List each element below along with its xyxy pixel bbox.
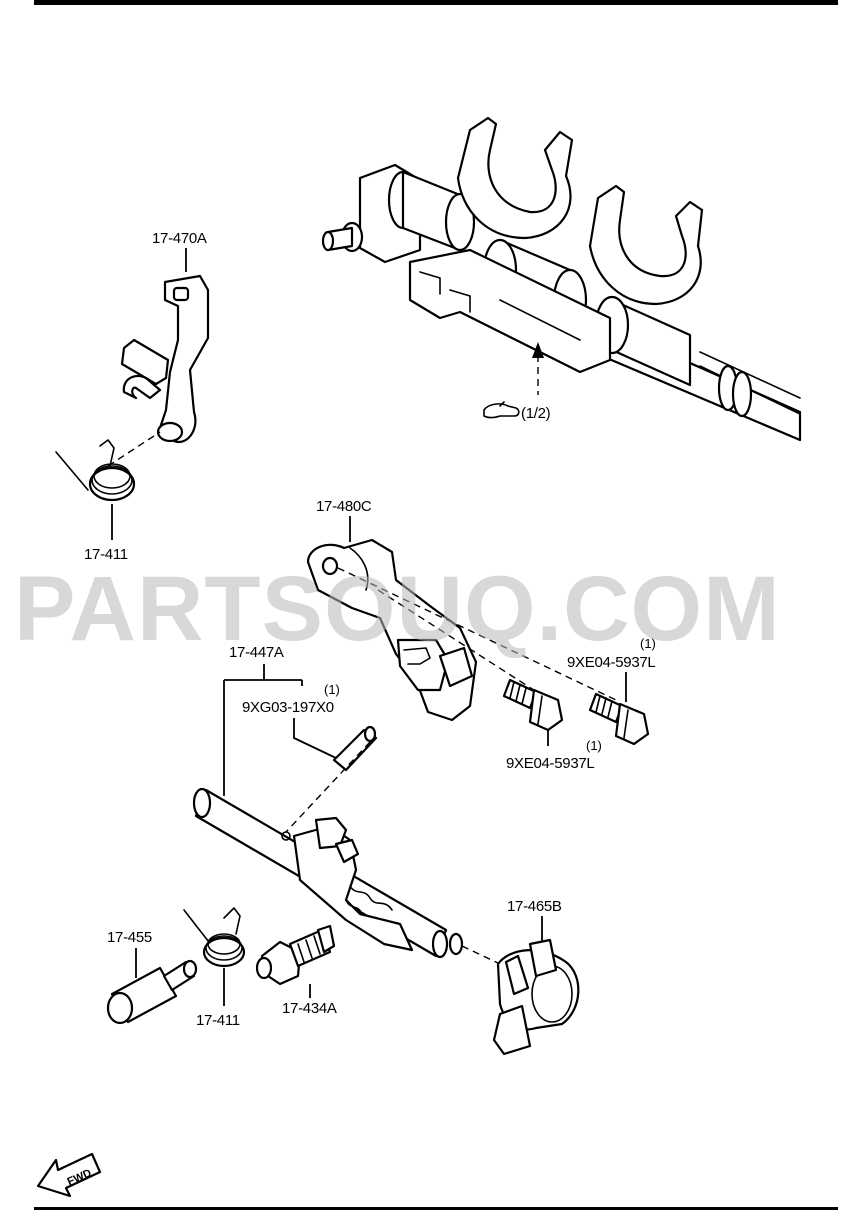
- lever-axis: [461, 945, 501, 965]
- top-border: [34, 0, 838, 5]
- spring-top-axis: [107, 431, 161, 467]
- pin-axis: [285, 741, 371, 833]
- pin-qty: (1): [324, 682, 340, 697]
- pin-leader: [293, 718, 337, 759]
- shift-fork-ref-label[interactable]: (1/2): [521, 405, 551, 422]
- fwd-arrow-icon: [36, 1152, 102, 1198]
- hand-reference-icon: [483, 401, 520, 419]
- bottom-border: [34, 1207, 838, 1210]
- plunger-label[interactable]: 17-455: [107, 929, 152, 946]
- shaft-17-447A[interactable]: [192, 787, 464, 959]
- bolt-right-axis: [337, 567, 617, 701]
- pin-9XG03-197X0[interactable]: [332, 725, 378, 772]
- bolt-9XE04-5937L-right[interactable]: [588, 692, 650, 746]
- spring-bottom-label[interactable]: 17-411: [196, 1012, 240, 1029]
- bolt-center-qty: (1): [586, 738, 602, 753]
- ball-screw-17-434A[interactable]: [255, 924, 336, 986]
- spring-17-411-bottom[interactable]: [183, 907, 246, 968]
- bolt-right-qty: (1): [640, 636, 656, 651]
- watermark: PARTSOUQ.COM: [14, 558, 781, 660]
- shift-rail-assembly[interactable]: [321, 116, 802, 442]
- ball-screw-label[interactable]: 17-434A: [282, 1000, 337, 1017]
- shaft-bracket-top: [224, 664, 302, 681]
- pin-label[interactable]: 9XG03-197X0: [242, 699, 334, 716]
- bracket-label[interactable]: 17-470A: [152, 230, 207, 247]
- bracket-17-470A[interactable]: [120, 274, 210, 443]
- plate-17-480C[interactable]: [306, 538, 478, 722]
- bolt-right-label[interactable]: 9XE04-5937L: [567, 654, 656, 671]
- bolt-9XE04-5937L-center[interactable]: [502, 678, 564, 732]
- plate-label[interactable]: 17-480C: [316, 498, 372, 515]
- spring-17-411-top[interactable]: [55, 439, 136, 502]
- spring-top-label[interactable]: 17-411: [84, 546, 128, 563]
- bolt-center-label[interactable]: 9XE04-5937L: [506, 755, 595, 772]
- lever-label[interactable]: 17-465B: [507, 898, 562, 915]
- bolt-center-axis: [377, 589, 541, 695]
- plunger-17-455[interactable]: [106, 959, 198, 1025]
- shaft-label[interactable]: 17-447A: [229, 644, 284, 661]
- lever-17-465B[interactable]: [492, 938, 580, 1056]
